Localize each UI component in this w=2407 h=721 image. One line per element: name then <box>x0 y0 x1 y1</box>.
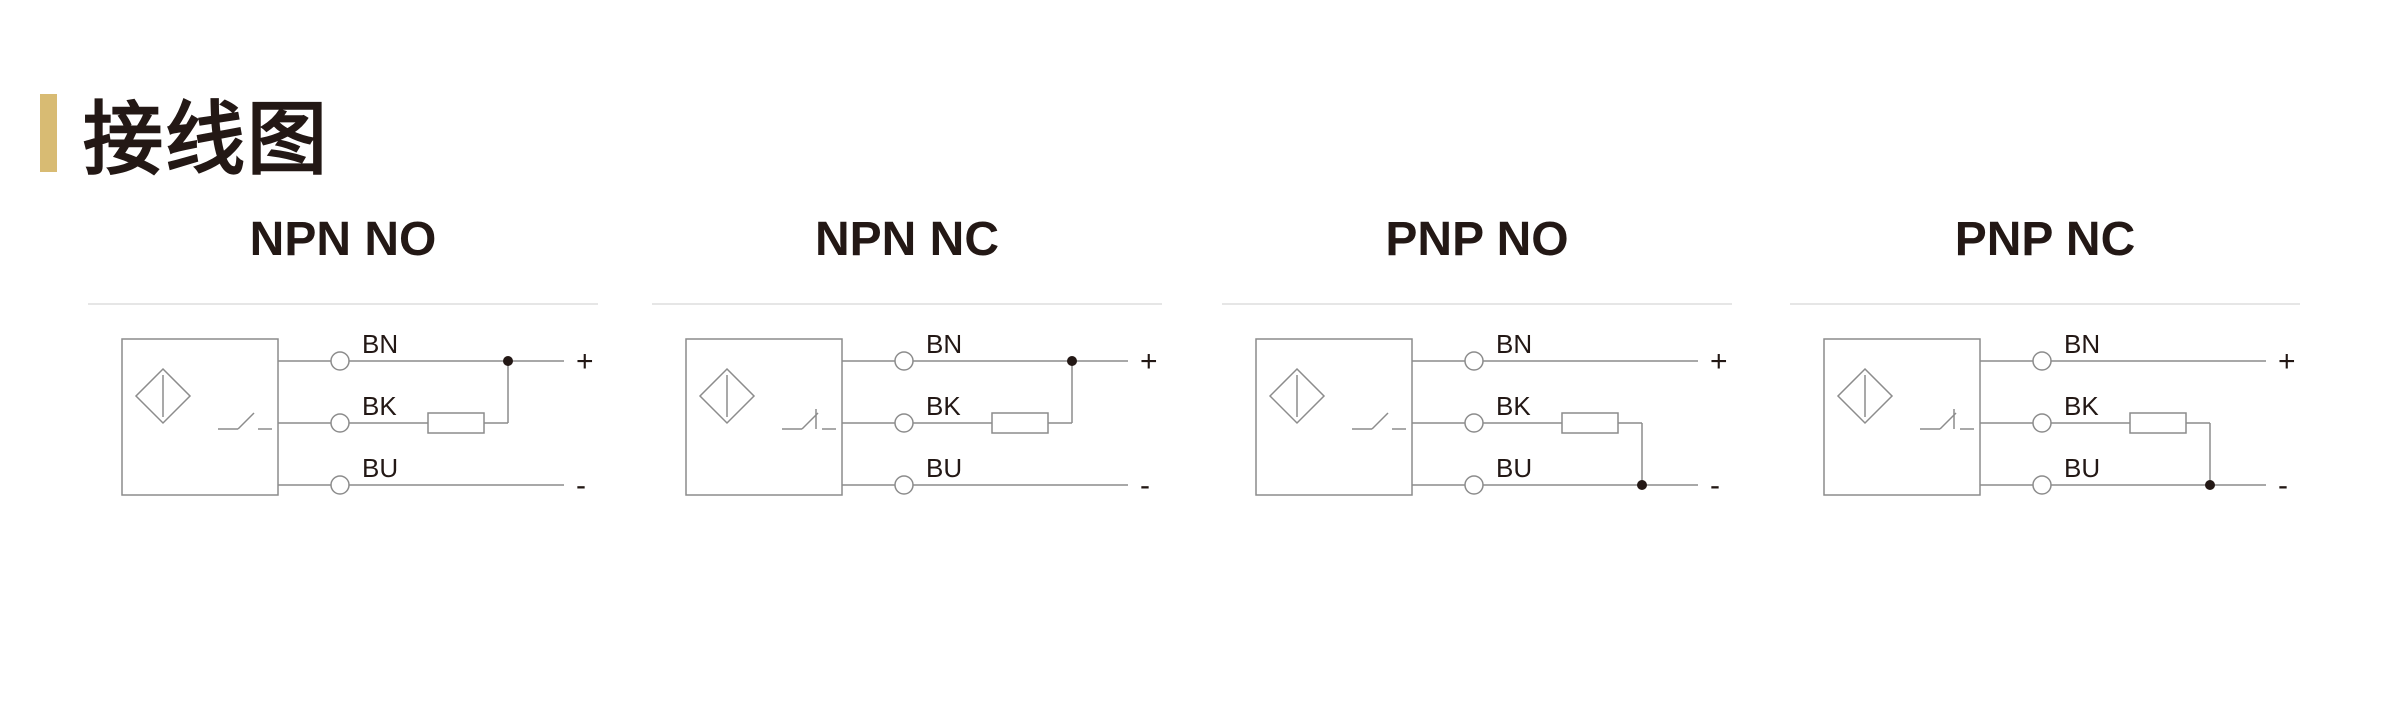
plus-label: + <box>1710 345 1728 378</box>
diagram-npn-no: NPN NO BN BK BU + - <box>88 205 598 535</box>
sensor-face-icon <box>1836 367 1894 425</box>
sensor-face-icon <box>134 367 192 425</box>
diagram-title: NPN NC <box>814 213 999 266</box>
switch-blade <box>237 412 255 430</box>
terminal-circle <box>330 413 350 433</box>
wiring-diagram: BN BK BU + - <box>121 329 594 502</box>
terminal-circle <box>1464 413 1484 433</box>
diagram-pnp-nc: PNP NC BN BK BU + - <box>1790 205 2300 535</box>
wire-bu-label: BU <box>2064 453 2100 483</box>
wire-bk-label: BK <box>1496 391 1531 421</box>
terminal-circle <box>894 475 914 495</box>
plus-label: + <box>2278 345 2296 378</box>
sensor-face-icon <box>1268 367 1326 425</box>
diagram-pnp-no: PNP NO BN BK BU + - <box>1222 205 1732 535</box>
wiring-diagram: BN BK BU + - <box>1823 329 2296 502</box>
load-resistor <box>991 412 1049 434</box>
sensor-box <box>1255 338 1413 496</box>
junction-dot <box>1067 356 1077 366</box>
plus-label: + <box>576 345 594 378</box>
diagram-title: NPN NO <box>249 213 437 266</box>
wire-bn-label: BN <box>926 329 962 359</box>
section-heading: 接线图 <box>40 88 329 186</box>
junction-dot <box>2205 480 2215 490</box>
terminal-circle <box>1464 351 1484 371</box>
plus-label: + <box>1140 345 1158 378</box>
wire-bk-label: BK <box>2064 391 2099 421</box>
terminal-circle <box>894 413 914 433</box>
divider <box>652 303 1162 305</box>
wiring-diagram: BN BK BU + - <box>685 329 1158 502</box>
terminal-circle <box>2032 475 2052 495</box>
minus-label: - <box>1710 469 1720 502</box>
sensor-box <box>685 338 843 496</box>
wire-bk-label: BK <box>362 391 397 421</box>
title-accent-bar <box>40 94 57 172</box>
diagram-npn-nc: NPN NC BN BK BU + - <box>652 205 1162 535</box>
page-title: 接线图 <box>83 93 329 186</box>
sensor-face-icon <box>698 367 756 425</box>
load-resistor <box>2129 412 2187 434</box>
wire-bu-label: BU <box>926 453 962 483</box>
divider <box>88 303 598 305</box>
divider <box>1222 303 1732 305</box>
minus-label: - <box>2278 469 2288 502</box>
wire-bu-label: BU <box>1496 453 1532 483</box>
diagram-title: PNP NO <box>1385 213 1569 266</box>
terminal-circle <box>2032 413 2052 433</box>
load-resistor <box>427 412 485 434</box>
minus-label: - <box>576 469 586 502</box>
load-resistor <box>1561 412 1619 434</box>
terminal-circle <box>330 351 350 371</box>
sensor-box <box>1823 338 1981 496</box>
wire-bk-label: BK <box>926 391 961 421</box>
wiring-diagram: BN BK BU + - <box>1255 329 1728 502</box>
wire-bn-label: BN <box>1496 329 1532 359</box>
junction-dot <box>1637 480 1647 490</box>
sensor-box <box>121 338 279 496</box>
diagram-title: PNP NC <box>1954 213 2136 266</box>
terminal-circle <box>1464 475 1484 495</box>
terminal-circle <box>2032 351 2052 371</box>
minus-label: - <box>1140 469 1150 502</box>
divider <box>1790 303 2300 305</box>
terminal-circle <box>330 475 350 495</box>
wire-bu-label: BU <box>362 453 398 483</box>
wire-bn-label: BN <box>2064 329 2100 359</box>
terminal-circle <box>894 351 914 371</box>
wire-bn-label: BN <box>362 329 398 359</box>
switch-blade <box>1371 412 1389 430</box>
junction-dot <box>503 356 513 366</box>
